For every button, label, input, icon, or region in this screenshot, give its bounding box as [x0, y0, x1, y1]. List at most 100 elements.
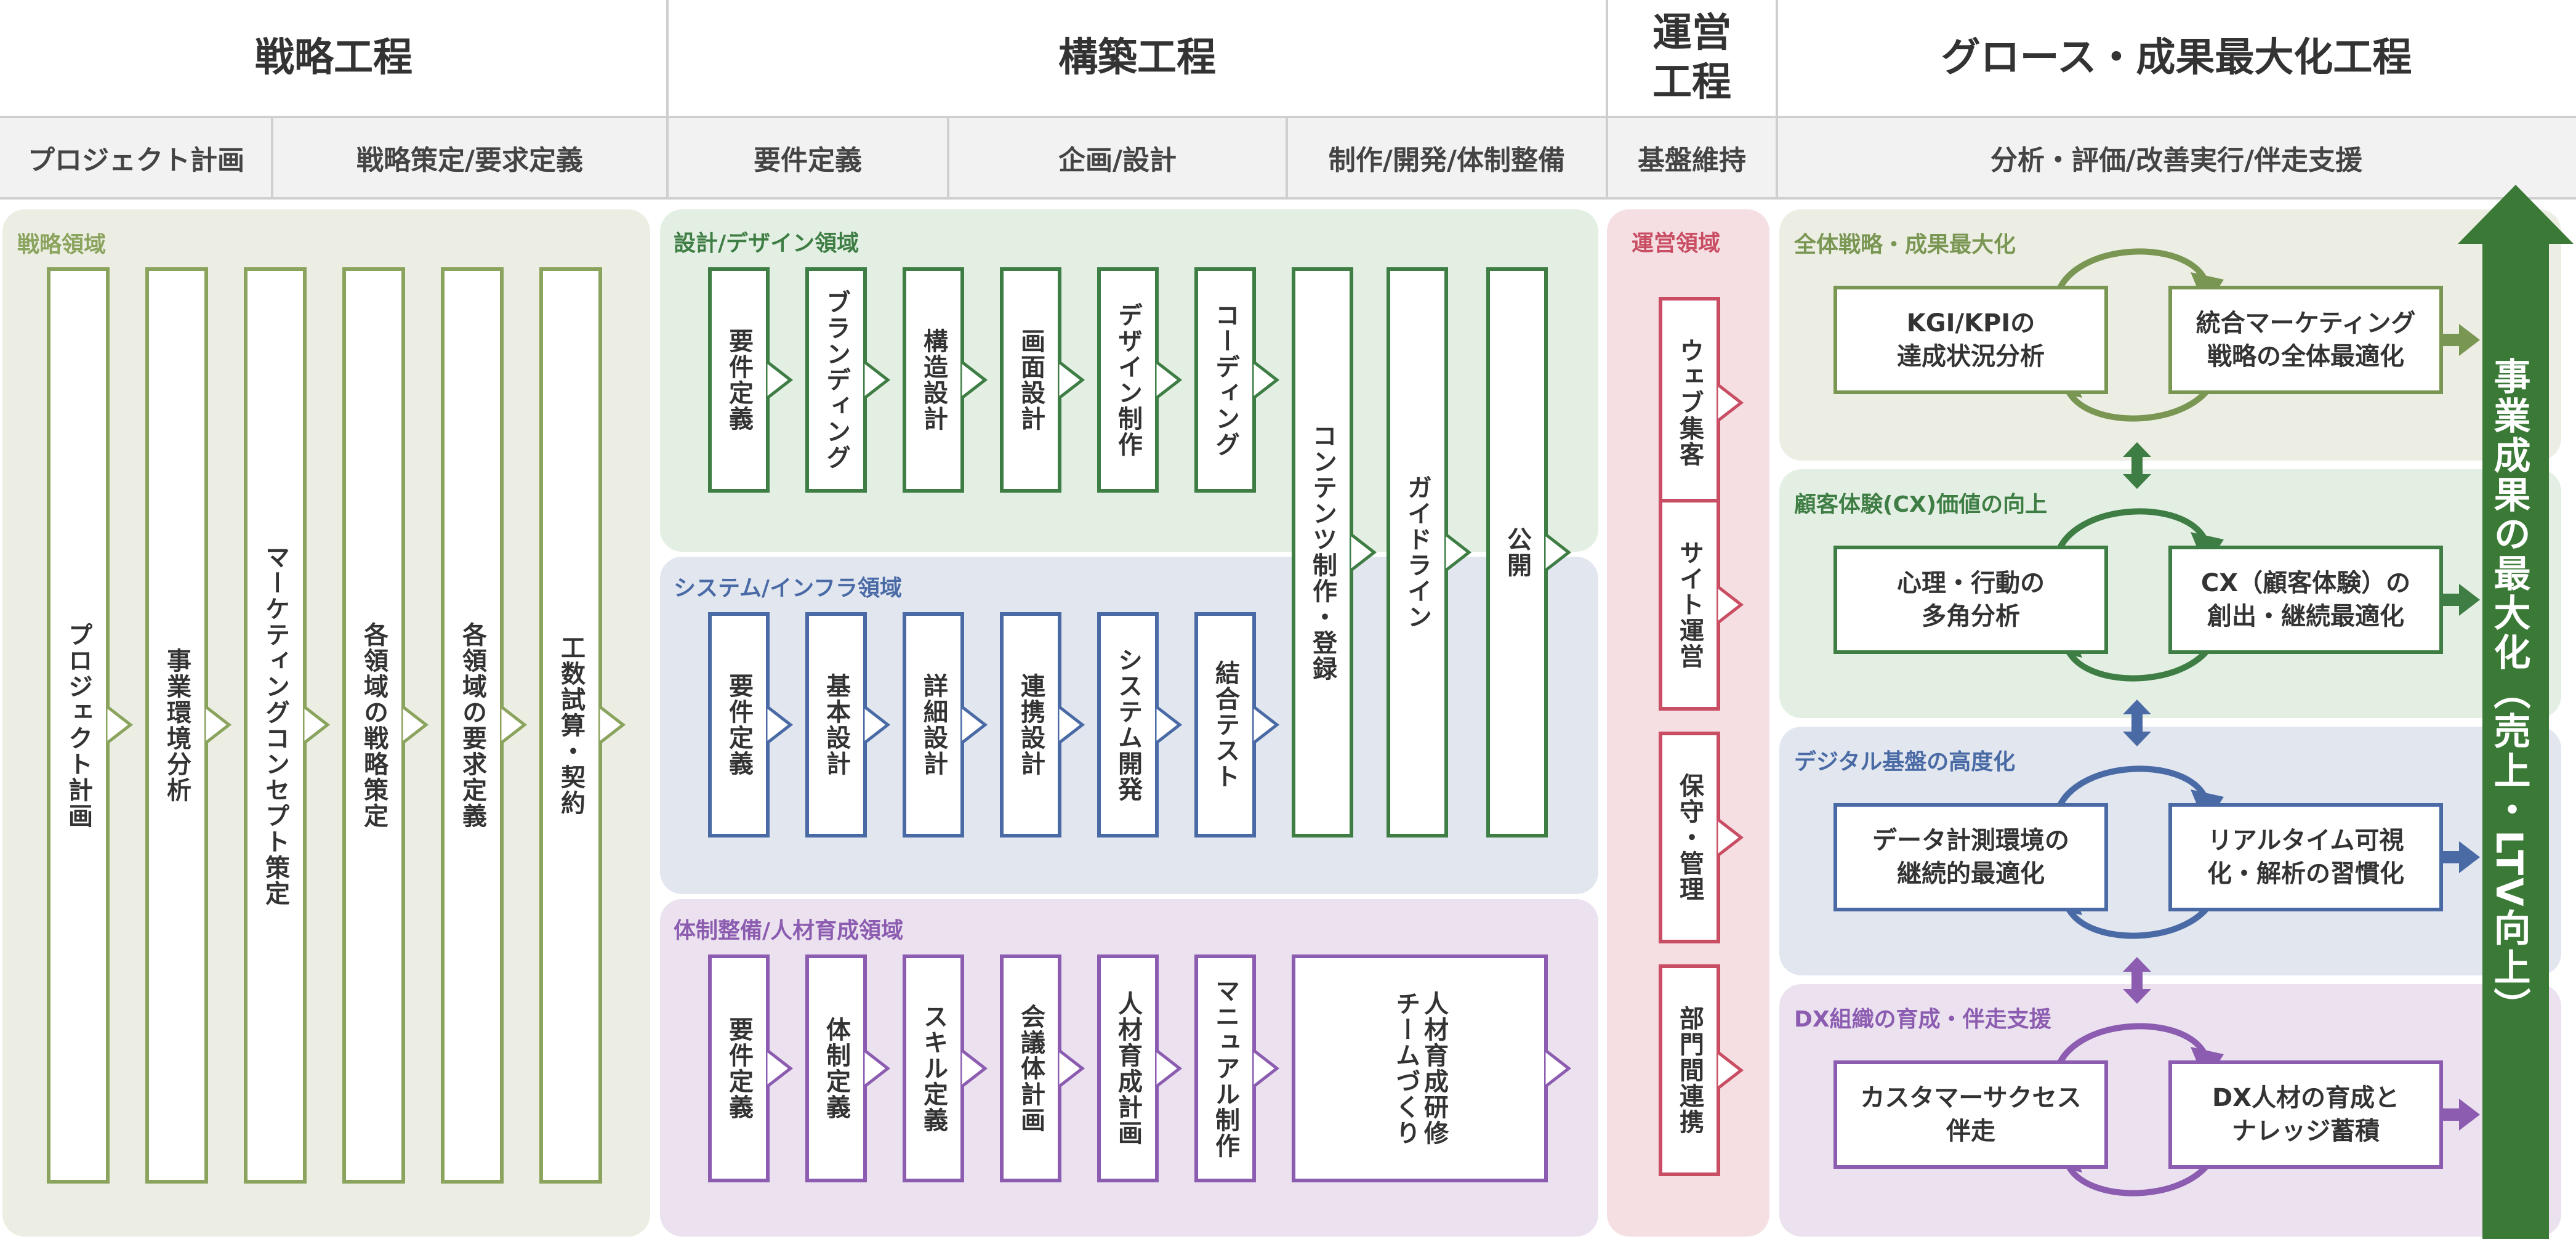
strategy-step: 事業環境分析 [145, 267, 208, 1184]
header-build: 構築工程 [1058, 35, 1216, 81]
flow-chevron-icon [1252, 706, 1280, 744]
flow-chevron-icon [766, 361, 794, 399]
flow-chevron-icon [960, 1049, 988, 1088]
growth-right-box: CX（顧客体験）の 創出・継続最適化 [2168, 546, 2443, 654]
system-step-label: 連携設計 [1016, 673, 1045, 777]
ops-step: 部門間連携 [1659, 964, 1720, 1176]
design-step: コーディング [1194, 267, 1256, 493]
strategy-step-label: マーケティングコンセプト策定 [261, 544, 289, 906]
flow-chevron-icon [1155, 1049, 1183, 1088]
design-step: ブランディング [805, 267, 867, 493]
strategy-panel-title: 戦略領域 [17, 232, 107, 257]
growth-left-box: カスタマーサクセス 伴走 [1833, 1060, 2108, 1169]
subheader-analysis: 分析・評価/改善実行/伴走支援 [1777, 116, 2576, 200]
system-step: 基本設計 [805, 612, 867, 837]
flow-chevron-icon [1058, 706, 1085, 744]
flow-chevron-icon [598, 706, 626, 744]
subheader-plan: プロジェクト計画 [0, 116, 272, 200]
divider [1286, 116, 1288, 200]
ops-step: サイト運営 [1659, 499, 1720, 711]
system-step-label: 基本設計 [822, 673, 850, 777]
design-step-label: 構造設計 [919, 328, 948, 432]
flow-chevron-icon [1717, 586, 1744, 624]
flow-chevron-icon [1058, 361, 1085, 399]
publish-step-label: 公開 [1503, 527, 1531, 578]
divider [666, 0, 669, 200]
guideline-step-label: ガイドライン [1403, 475, 1431, 630]
subheader-dev: 制作/開発/体制整備 [1287, 116, 1607, 200]
growth-right-box: DX人材の育成と ナレッジ蓄積 [2168, 1060, 2443, 1169]
divider [1606, 0, 1608, 200]
org-step-label: 会議体計画 [1016, 1004, 1045, 1133]
growth-left-box: KGI/KPIの 達成状況分析 [1833, 286, 2108, 394]
ops-step-label: 部門間連携 [1675, 1006, 1704, 1135]
design-step-label: ブランディング [822, 289, 850, 470]
strategy-step-label: 工数試算・契約 [557, 635, 585, 816]
org-step: 人材育成計画 [1097, 954, 1159, 1182]
org-step-label: スキル定義 [919, 1004, 948, 1133]
content-production-step: コンテンツ制作・登録 [1292, 267, 1353, 837]
growth-right-box: 統合マーケティング 戦略の全体最適化 [2168, 286, 2443, 394]
design-step-label: コーディング [1211, 302, 1239, 458]
flow-chevron-icon [863, 706, 891, 744]
growth-left-box: 心理・行動の 多角分析 [1833, 546, 2108, 654]
output-arrow-icon [2442, 584, 2480, 616]
divider [1776, 0, 1778, 200]
strategy-step: 工数試算・契約 [539, 267, 602, 1184]
system-step-label: 要件定義 [725, 673, 753, 777]
flow-chevron-icon [766, 706, 794, 744]
flow-chevron-icon [863, 361, 891, 399]
strategy-step-label: 各領域の戦略策定 [360, 622, 388, 829]
business-result-label: 事業成果の最大化（売上・LTV向上） [2487, 357, 2530, 1027]
flow-chevron-icon [766, 1049, 794, 1088]
flow-chevron-icon [303, 706, 331, 744]
system-panel-title: システム/インフラ領域 [674, 576, 902, 601]
ops-step-label: 保守・管理 [1675, 773, 1704, 902]
system-step: システム開発 [1097, 612, 1159, 837]
training-teambuilding-label: 人材育成研修 チームづくり [1391, 991, 1448, 1146]
org-step-label: マニュアル制作 [1211, 978, 1239, 1159]
flow-chevron-icon [1350, 533, 1377, 571]
flow-chevron-icon [1444, 533, 1472, 571]
subheader-req: 要件定義 [667, 116, 948, 200]
subheader-design: 企画/設計 [948, 116, 1287, 200]
ops-step-label: ウェブ集客 [1675, 338, 1704, 467]
system-step: 結合テスト [1194, 612, 1256, 837]
system-step-label: システム開発 [1114, 647, 1142, 802]
org-step-label: 体制定義 [822, 1017, 850, 1120]
flow-chevron-icon [1544, 533, 1572, 571]
flow-chevron-icon [960, 706, 988, 744]
subheader-base: 基盤維持 [1607, 116, 1777, 200]
system-step: 連携設計 [1000, 612, 1061, 837]
subheader-strategy: 戦略策定/要求定義 [272, 116, 667, 200]
org-step: スキル定義 [903, 954, 964, 1182]
flow-chevron-icon [500, 706, 528, 744]
flow-chevron-icon [1155, 361, 1183, 399]
flow-chevron-icon [1252, 1049, 1280, 1088]
ops-panel-title: 運営領域 [1632, 231, 1721, 256]
flow-chevron-icon [401, 706, 429, 744]
link-double-arrow-icon [2123, 442, 2151, 489]
growth-section-title: DX組織の育成・伴走支援 [1794, 1007, 2051, 1032]
flow-chevron-icon [960, 361, 988, 399]
strategy-step: マーケティングコンセプト策定 [244, 267, 307, 1184]
design-step-label: 要件定義 [725, 328, 753, 432]
strategy-step-label: 事業環境分析 [163, 648, 191, 803]
growth-left-box: データ計測環境の 継続的最適化 [1833, 803, 2108, 911]
flow-chevron-icon [106, 706, 134, 744]
system-step-label: 結合テスト [1211, 660, 1239, 789]
ops-step: 保守・管理 [1659, 732, 1720, 943]
flow-chevron-icon [863, 1049, 891, 1088]
strategy-step: 各領域の戦略策定 [342, 267, 405, 1184]
design-panel-title: 設計/デザイン領域 [674, 231, 859, 256]
design-step: 要件定義 [708, 267, 770, 493]
flow-chevron-icon [1544, 1049, 1572, 1088]
org-step: マニュアル制作 [1194, 954, 1256, 1182]
org-step-label: 要件定義 [725, 1017, 753, 1120]
strategy-step-label: プロジェクト計画 [64, 622, 92, 829]
org-panel-title: 体制整備/人材育成領域 [674, 918, 904, 943]
system-step: 詳細設計 [903, 612, 964, 837]
design-step: デザイン制作 [1097, 267, 1159, 493]
org-step: 要件定義 [708, 954, 770, 1182]
growth-right-box: リアルタイム可視 化・解析の習慣化 [2168, 803, 2443, 911]
